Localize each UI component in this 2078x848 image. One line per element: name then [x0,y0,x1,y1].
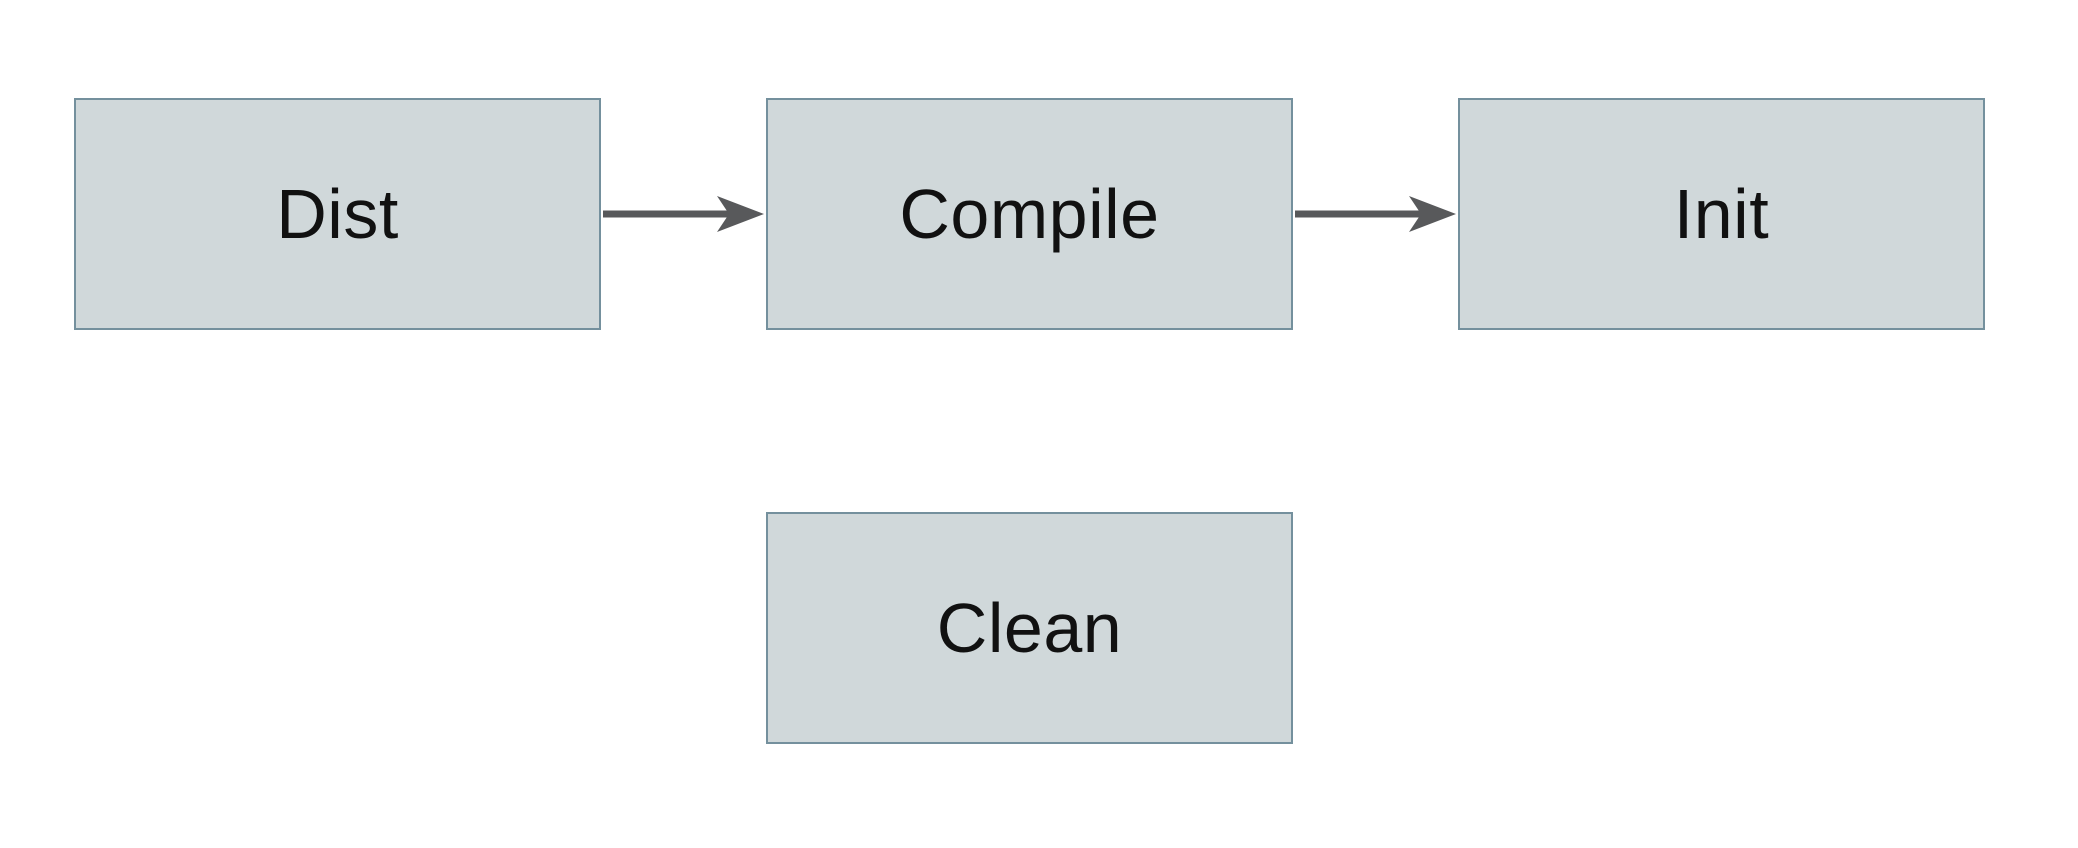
arrow-dist-to-compile [603,196,764,232]
node-init: Init [1458,98,1985,330]
arrow-compile-to-init [1295,196,1456,232]
node-compile: Compile [766,98,1293,330]
node-dist-label: Dist [276,175,399,253]
node-init-label: Init [1673,175,1770,253]
node-dist: Dist [74,98,601,330]
node-clean: Clean [766,512,1293,744]
node-compile-label: Compile [899,175,1160,253]
node-clean-label: Clean [936,589,1123,667]
